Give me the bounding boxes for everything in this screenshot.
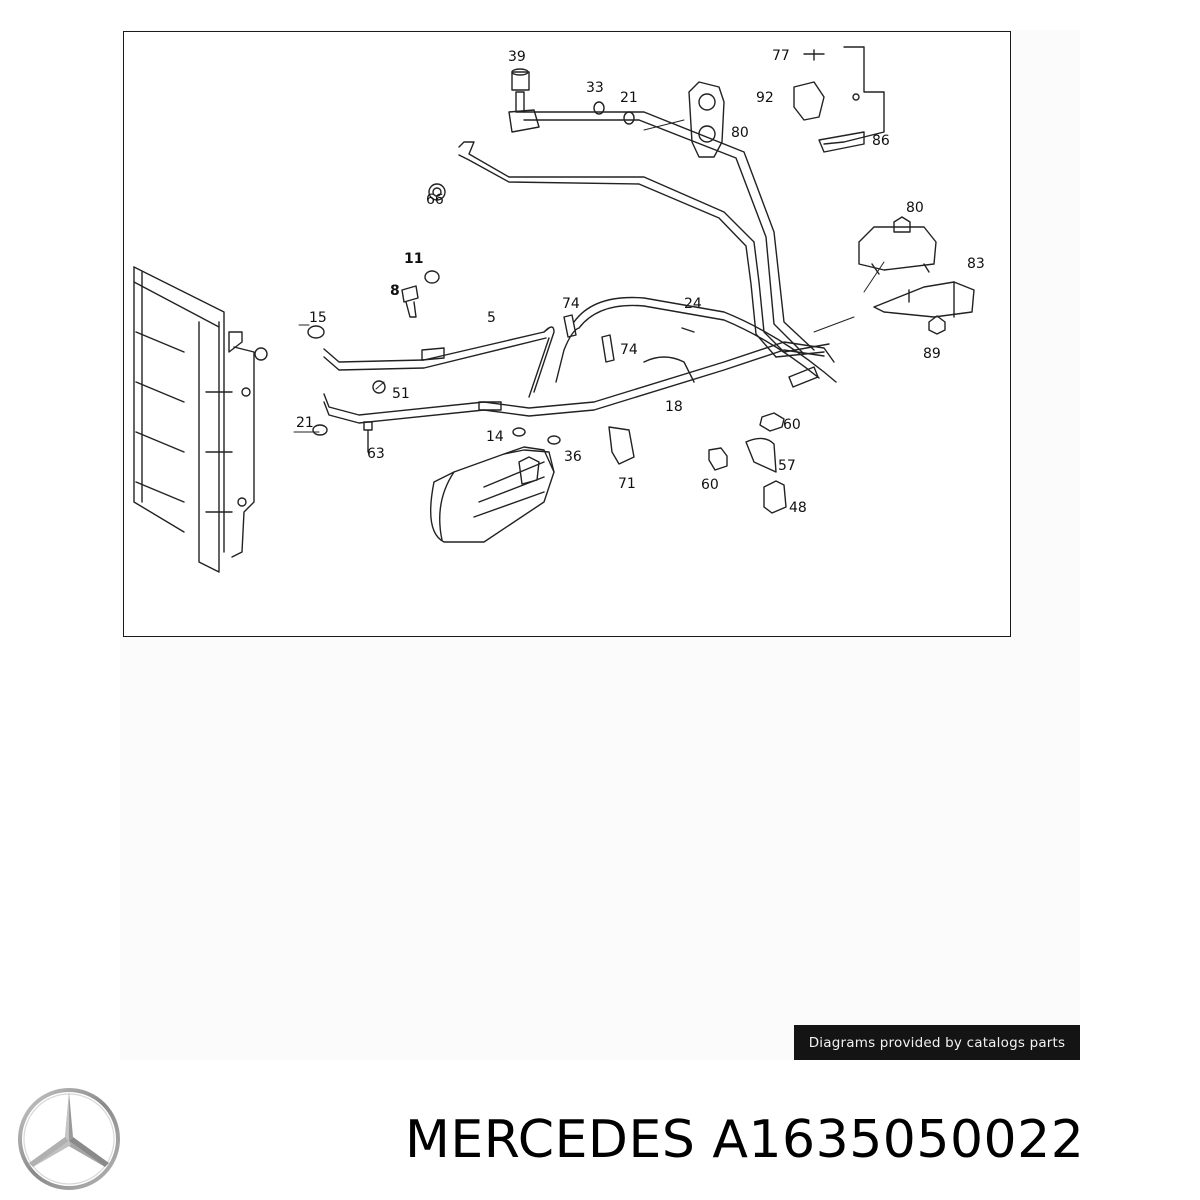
part-80-top <box>688 81 725 158</box>
callout-89: 89 <box>923 346 941 362</box>
callout-86: 86 <box>872 133 890 149</box>
callout-51: 51 <box>392 386 410 402</box>
callout-8: 8 <box>390 283 400 299</box>
callout-15: 15 <box>309 310 327 326</box>
small-parts <box>307 101 787 514</box>
callout-21: 21 <box>620 90 638 106</box>
callout-11: 11 <box>404 251 423 267</box>
callout-77: 77 <box>772 48 790 64</box>
callout-92: 92 <box>756 90 774 106</box>
callout-71: 71 <box>618 476 636 492</box>
pipe-18 <box>323 341 835 424</box>
callout-18: 18 <box>665 399 683 415</box>
parts-diagram: 39 33 21 80 77 92 86 66 80 83 89 11 8 15… <box>123 31 1011 637</box>
callout-60-lower: 60 <box>701 477 719 493</box>
callout-36: 36 <box>564 449 582 465</box>
callout-83: 83 <box>967 256 985 272</box>
callout-labels: 39 33 21 80 77 92 86 66 80 83 89 11 8 15… <box>296 48 985 516</box>
callout-60: 60 <box>783 417 801 433</box>
callout-80-right: 80 <box>906 200 924 216</box>
condenser-drawing <box>133 266 268 573</box>
callout-14: 14 <box>486 429 504 445</box>
credit-badge: Diagrams provided by catalogs parts <box>794 1025 1080 1060</box>
callout-74-lower: 74 <box>620 342 638 358</box>
pipe-5 <box>323 326 555 398</box>
callout-80: 80 <box>731 125 749 141</box>
part-number: A1635050022 <box>712 1110 1085 1170</box>
upper-line <box>458 111 830 388</box>
callout-24: 24 <box>684 296 702 312</box>
brand-name: MERCEDES <box>405 1110 696 1170</box>
callout-5: 5 <box>487 310 496 326</box>
callout-57: 57 <box>778 458 796 474</box>
part-title: MERCEDES A1635050022 <box>405 1110 1084 1170</box>
mercedes-star-icon <box>18 1088 120 1190</box>
callout-66: 66 <box>426 192 444 208</box>
compressor-drawing <box>429 446 555 543</box>
part-86-bracket <box>793 46 885 153</box>
callout-33: 33 <box>586 80 604 96</box>
part-83-bracket <box>873 281 975 335</box>
callout-74: 74 <box>562 296 580 312</box>
parts-diagram-drawing: 39 33 21 80 77 92 86 66 80 83 89 11 8 15… <box>133 46 985 573</box>
leader-lines <box>293 119 885 433</box>
callout-39: 39 <box>508 49 526 65</box>
callout-48: 48 <box>789 500 807 516</box>
part-80-right <box>858 216 937 275</box>
part-39 <box>508 68 540 133</box>
callout-63: 63 <box>367 446 385 462</box>
callout-21-lower: 21 <box>296 415 314 431</box>
